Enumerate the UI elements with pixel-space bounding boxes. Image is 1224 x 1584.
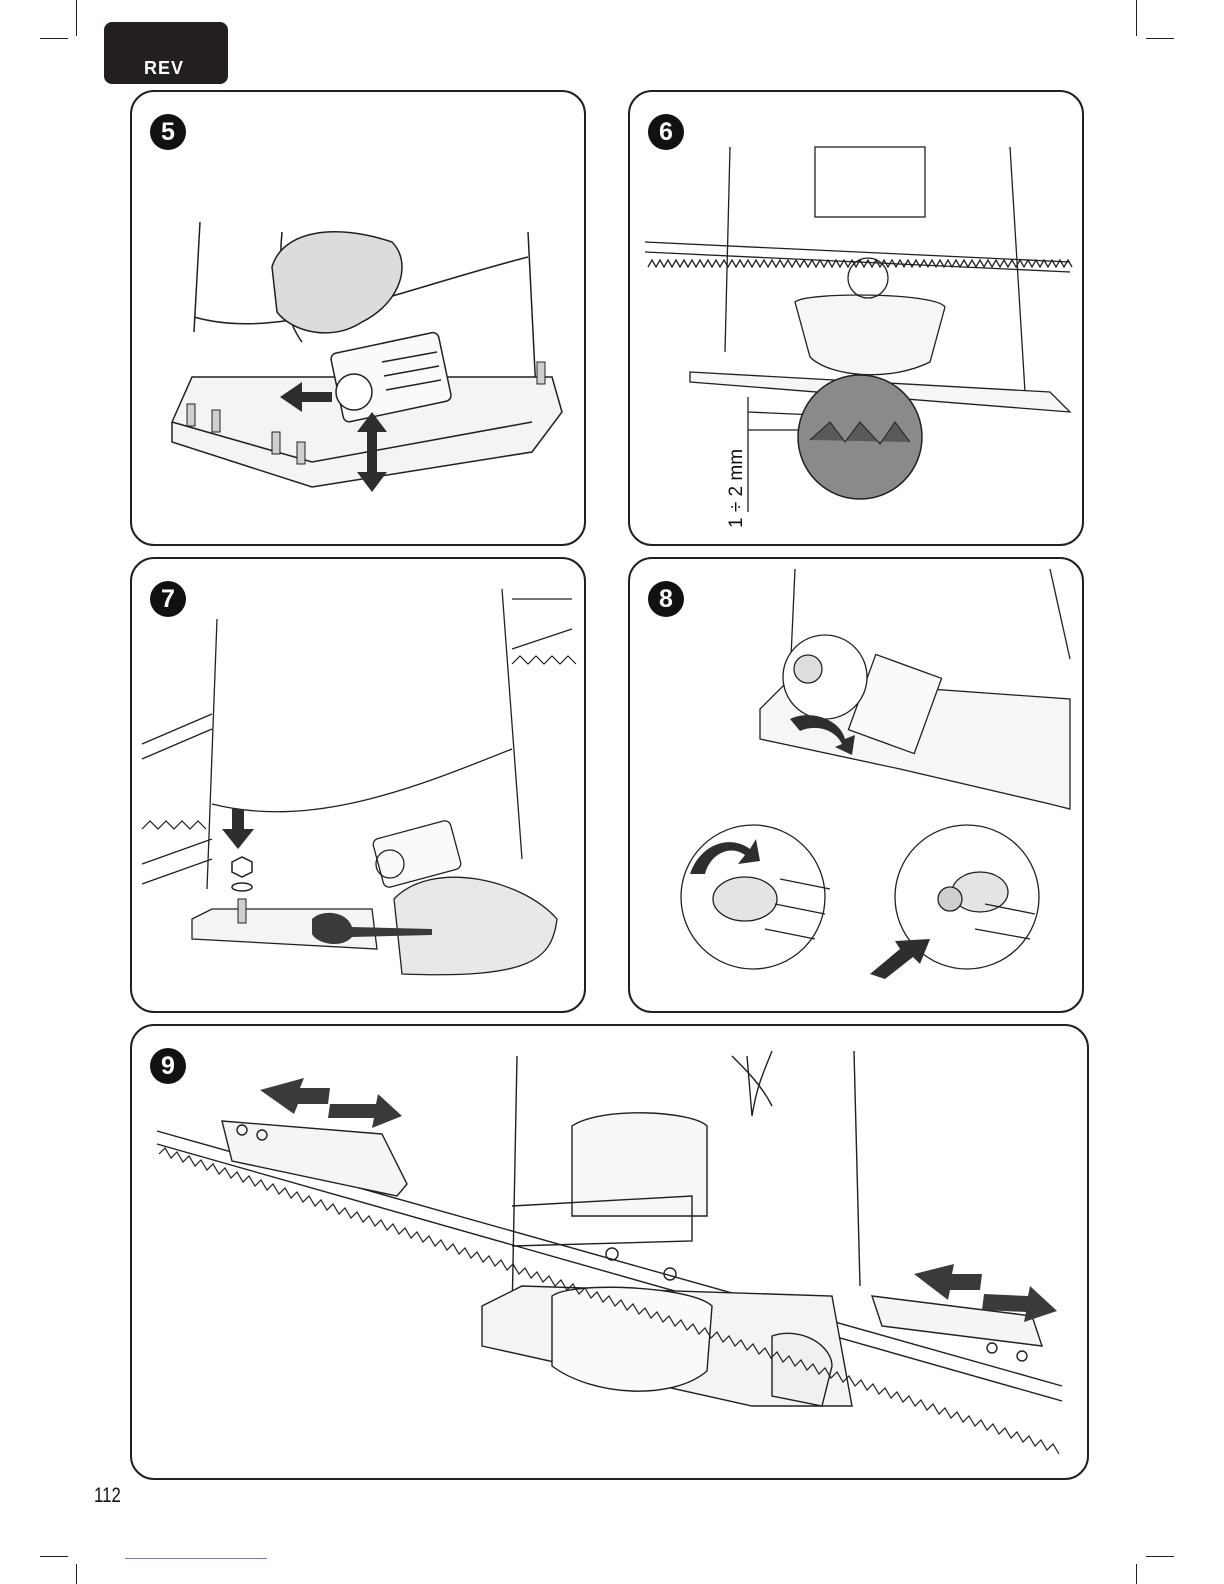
crop-mark bbox=[1136, 1564, 1137, 1584]
crop-mark bbox=[1146, 38, 1174, 39]
page-number: 112 bbox=[94, 1484, 121, 1508]
footer-underline bbox=[125, 1558, 267, 1559]
step-number-badge: 5 bbox=[150, 114, 186, 150]
crop-mark bbox=[40, 38, 68, 39]
step-number-badge: 7 bbox=[150, 581, 186, 617]
step-number-badge: 8 bbox=[648, 581, 684, 617]
step-panel-6: 6 1 ÷ 2 mm bbox=[628, 90, 1084, 546]
limit-switch-bracket-illustration bbox=[132, 1026, 1087, 1478]
step-panel-8: 8 bbox=[628, 557, 1084, 1013]
crop-mark bbox=[1136, 0, 1137, 36]
section-tab-label: REV bbox=[144, 58, 184, 79]
step-panel-9: 9 bbox=[130, 1024, 1089, 1480]
rack-gap-illustration bbox=[630, 92, 1082, 544]
crop-mark bbox=[1146, 1556, 1174, 1557]
gap-dimension-label: 1 ÷ 2 mm bbox=[726, 449, 748, 528]
crop-mark bbox=[40, 1556, 68, 1557]
crop-mark bbox=[76, 0, 77, 36]
step-number-badge: 6 bbox=[648, 114, 684, 150]
crop-mark bbox=[76, 1564, 77, 1584]
step-panel-7: 7 bbox=[130, 557, 586, 1013]
section-tab: REV bbox=[104, 22, 228, 84]
motor-base-adjustment-illustration bbox=[132, 92, 584, 544]
step-number-badge: 9 bbox=[150, 1048, 186, 1084]
motor-fixing-illustration bbox=[132, 559, 584, 1011]
manual-release-illustration bbox=[630, 559, 1082, 1011]
step-panel-5: 5 bbox=[130, 90, 586, 546]
